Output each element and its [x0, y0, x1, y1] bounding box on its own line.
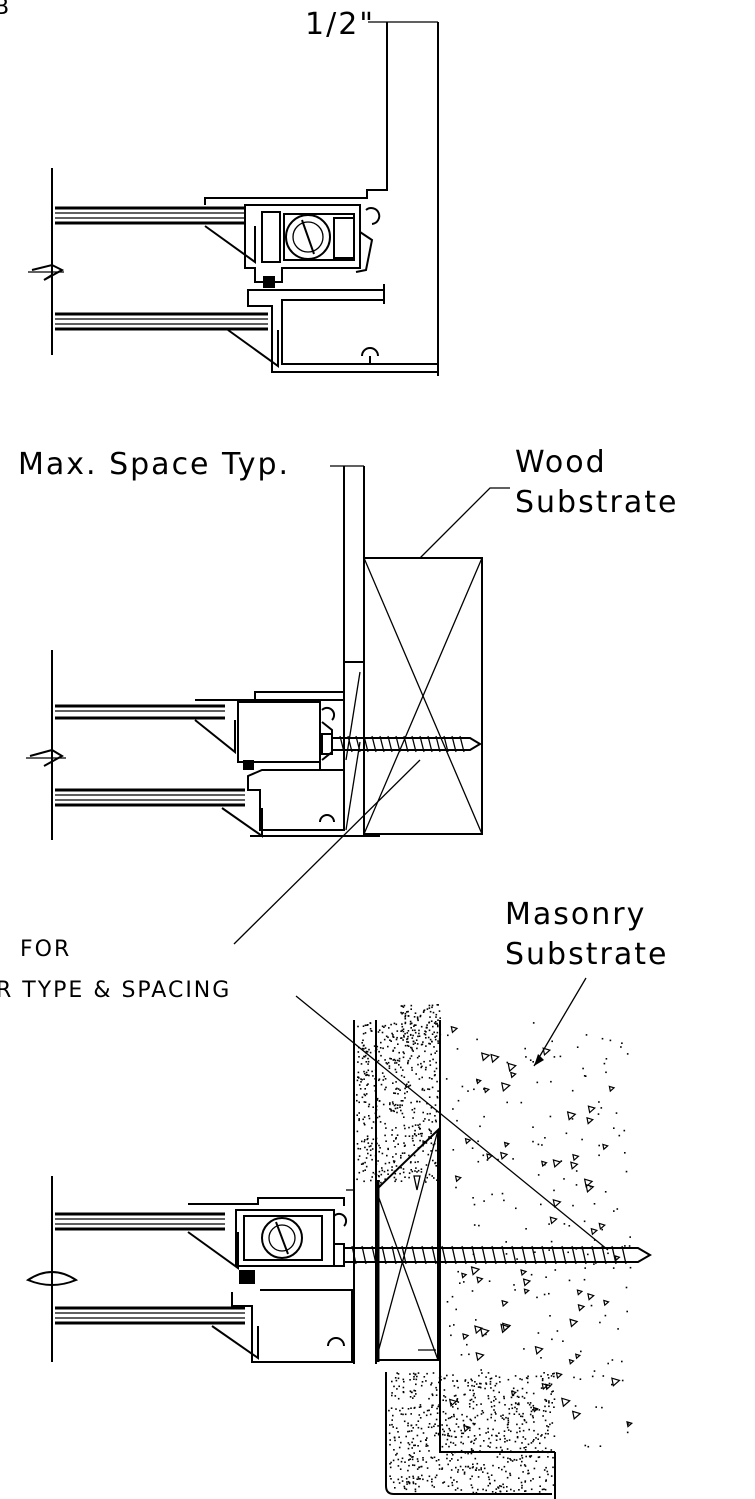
- dimension-label: 1/2": [305, 7, 375, 42]
- masonry-leader: [533, 977, 587, 1067]
- wood-label-line2: Substrate: [515, 485, 678, 520]
- wood-leader: [419, 487, 510, 559]
- max-space-label: Max. Space Typ.: [18, 447, 290, 482]
- wood-label-line1: Wood: [515, 445, 607, 480]
- wood-screw-threads: [339, 735, 465, 753]
- masonry-aggregate: [445, 1022, 633, 1448]
- note-label-line2: R TYPE & SPACING: [0, 978, 231, 1003]
- note-leader-wood: [233, 759, 421, 945]
- masonry-label-line1: Masonry: [505, 897, 646, 932]
- note-leader-masonry: [295, 995, 609, 1251]
- masonry-detail: [25, 977, 652, 1499]
- concrete-stipple: [356, 1004, 556, 1494]
- note-label-line1: FOR: [20, 937, 71, 962]
- corner-mark-label: B: [0, 0, 11, 20]
- wood-substrate-block: [363, 557, 483, 835]
- wood-detail: [26, 465, 510, 945]
- masonry-label-line2: Substrate: [505, 937, 668, 972]
- top-detail: [28, 21, 439, 376]
